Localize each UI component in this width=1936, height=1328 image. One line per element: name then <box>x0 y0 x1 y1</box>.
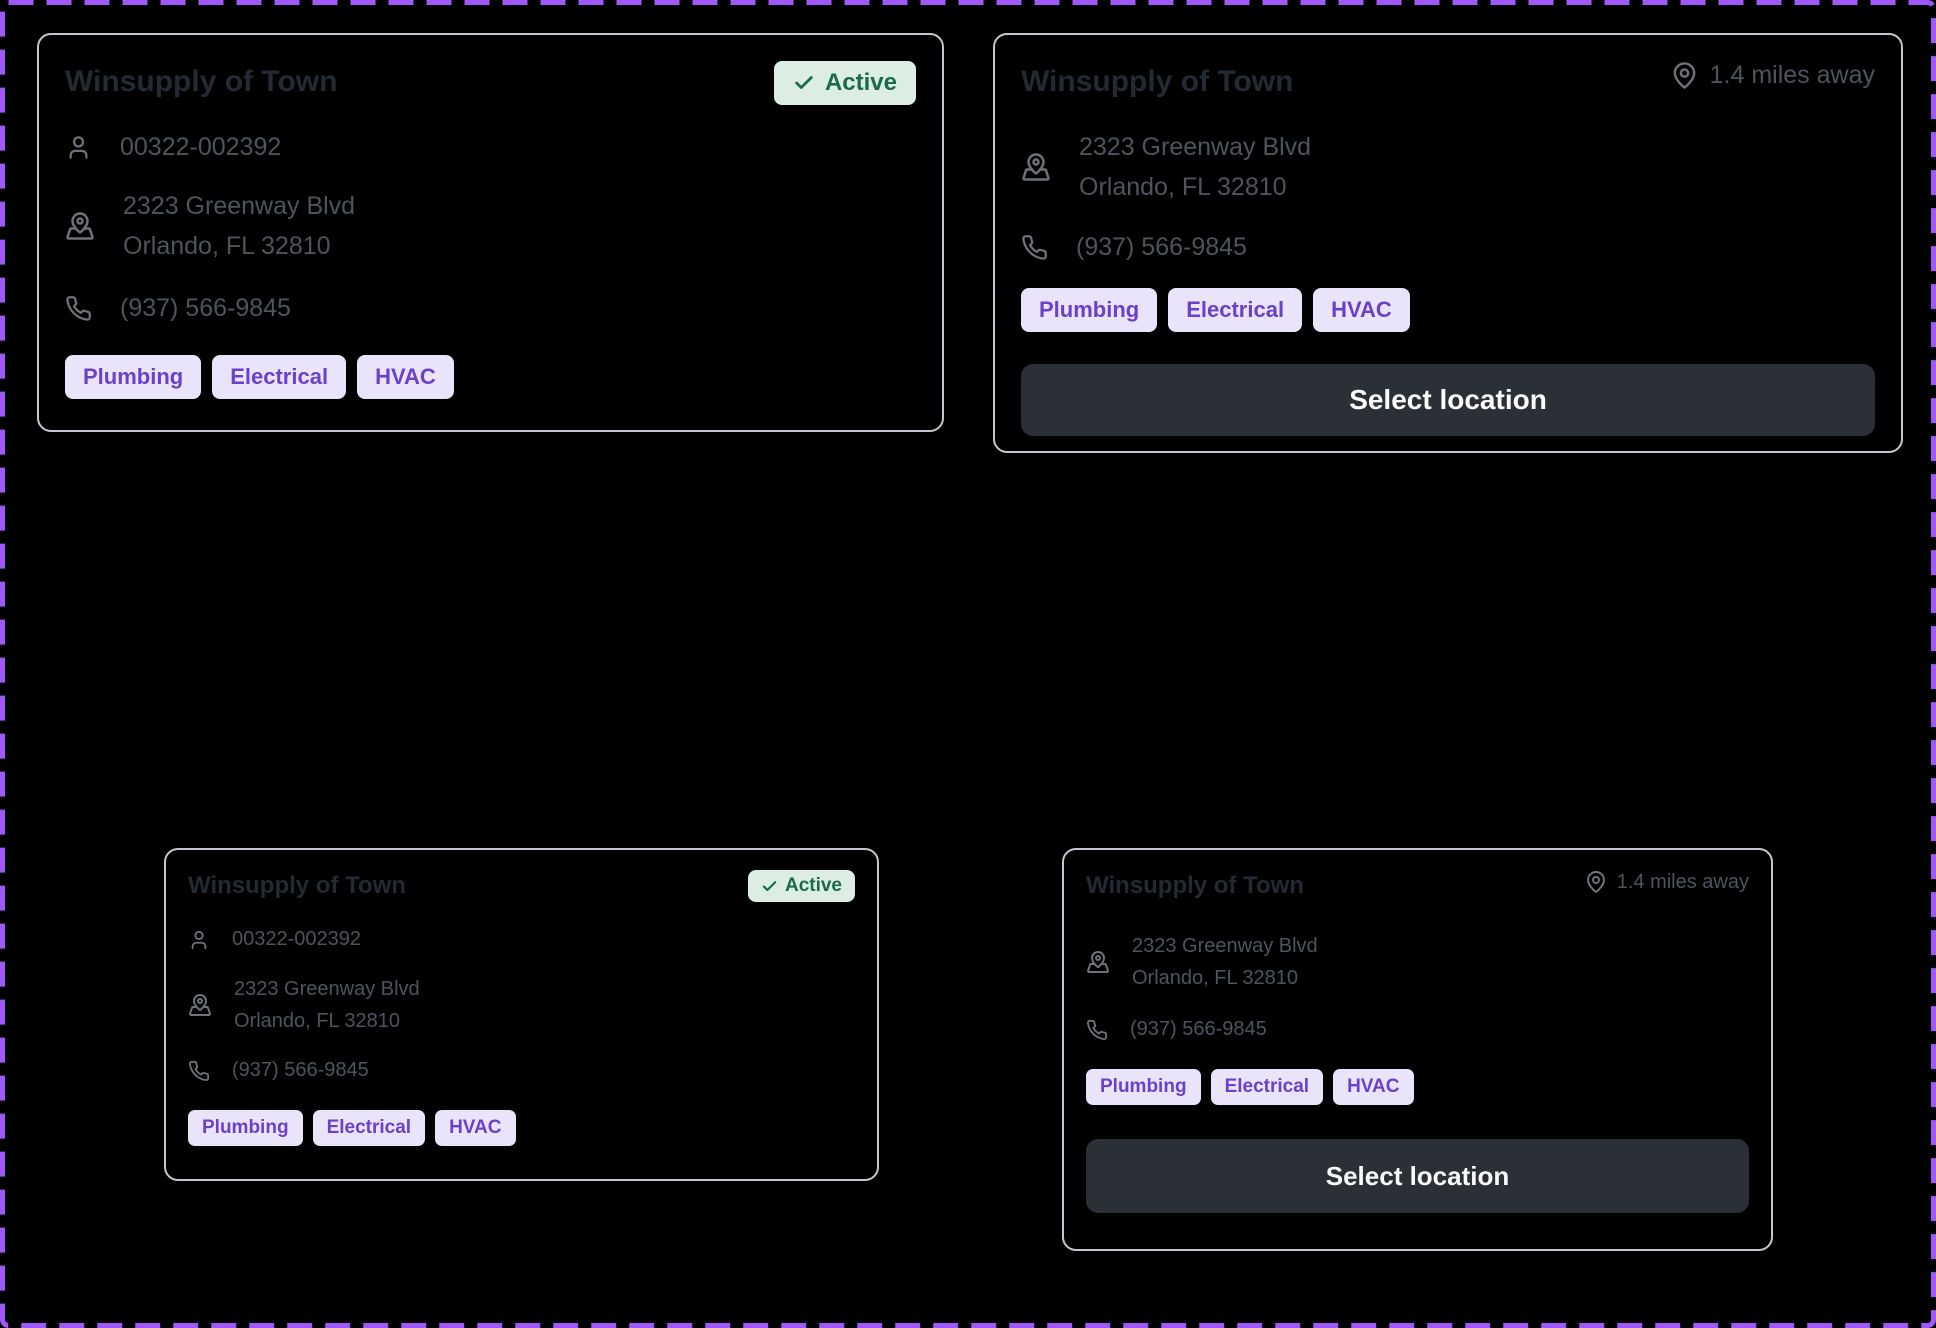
phone-number: (937) 566-9845 <box>1076 233 1247 261</box>
select-location-button[interactable]: Select location <box>1086 1139 1749 1213</box>
status-badge: Active <box>773 61 916 105</box>
service-tag: Plumbing <box>1086 1069 1201 1105</box>
distance-indicator: 1.4 miles away <box>1670 61 1875 90</box>
map-pinned-icon <box>65 211 95 241</box>
card-title: Winsupply of Town <box>188 872 406 899</box>
phone-row: (937) 566-9845 <box>188 1059 855 1082</box>
card-title: Winsupply of Town <box>1086 872 1304 899</box>
service-tag: Plumbing <box>65 355 202 399</box>
location-card: Winsupply of Town Active 00322-002392 23… <box>37 33 944 432</box>
address-line1: 2323 Greenway Blvd <box>1079 133 1312 161</box>
map-pin-icon <box>1670 61 1699 90</box>
select-location-button[interactable]: Select location <box>1021 364 1875 436</box>
address: 2323 Greenway Blvd Orlando, FL 32810 <box>1132 930 1318 994</box>
service-tag: Electrical <box>212 355 347 399</box>
service-tag: HVAC <box>357 355 454 399</box>
address-row: 2323 Greenway Blvd Orlando, FL 32810 <box>1021 127 1875 207</box>
user-icon <box>65 134 92 161</box>
card-header: Winsupply of Town Active <box>188 870 855 902</box>
service-tag: Electrical <box>1210 1069 1324 1105</box>
service-tag: Electrical <box>1168 288 1303 332</box>
map-pinned-icon <box>1021 152 1051 182</box>
distance-label: 1.4 miles away <box>1616 870 1749 893</box>
map-pinned-icon <box>1086 950 1110 974</box>
phone-row: (937) 566-9845 <box>1086 1018 1749 1041</box>
service-tag: Electrical <box>312 1110 426 1146</box>
card-header: Winsupply of Town 1.4 miles away <box>1021 61 1875 103</box>
check-icon <box>761 878 778 895</box>
status-label: Active <box>784 875 842 896</box>
check-icon <box>793 72 815 94</box>
address-row: 2323 Greenway Blvd Orlando, FL 32810 <box>188 973 855 1037</box>
card-header: Winsupply of Town Active <box>65 61 916 105</box>
card-title: Winsupply of Town <box>1021 65 1294 98</box>
address-line1: 2323 Greenway Blvd <box>1132 935 1318 957</box>
address-line2: Orlando, FL 32810 <box>1079 173 1287 201</box>
distance-label: 1.4 miles away <box>1709 61 1875 89</box>
address-line1: 2323 Greenway Blvd <box>234 978 420 1000</box>
service-tags: Plumbing Electrical HVAC <box>188 1110 855 1146</box>
service-tags: Plumbing Electrical HVAC <box>65 355 916 399</box>
location-card: Winsupply of Town Active 00322-002392 23… <box>164 848 879 1181</box>
service-tag: HVAC <box>435 1110 516 1146</box>
phone-row: (937) 566-9845 <box>65 294 916 323</box>
service-tag: Plumbing <box>1021 288 1158 332</box>
customer-id-row: 00322-002392 <box>65 133 916 162</box>
phone-icon <box>65 295 92 322</box>
user-icon <box>188 929 210 951</box>
address: 2323 Greenway Blvd Orlando, FL 32810 <box>1079 127 1311 207</box>
service-tags: Plumbing Electrical HVAC <box>1021 288 1875 332</box>
phone-number: (937) 566-9845 <box>120 294 291 322</box>
address-line2: Orlando, FL 32810 <box>1132 967 1299 989</box>
service-tag: Plumbing <box>188 1110 303 1146</box>
location-card: Winsupply of Town 1.4 miles away 2323 Gr… <box>993 33 1903 453</box>
service-tags: Plumbing Electrical HVAC <box>1086 1069 1749 1105</box>
phone-number: (937) 566-9845 <box>232 1059 369 1081</box>
address-row: 2323 Greenway Blvd Orlando, FL 32810 <box>1086 930 1749 994</box>
map-pinned-icon <box>188 993 212 1017</box>
location-card: Winsupply of Town 1.4 miles away 2323 Gr… <box>1062 848 1773 1251</box>
customer-id: 00322-002392 <box>120 133 282 161</box>
address: 2323 Greenway Blvd Orlando, FL 32810 <box>234 973 420 1037</box>
card-header: Winsupply of Town 1.4 miles away <box>1086 870 1749 902</box>
phone-icon <box>188 1060 210 1082</box>
map-pin-icon <box>1584 870 1608 894</box>
address: 2323 Greenway Blvd Orlando, FL 32810 <box>123 186 355 266</box>
status-badge: Active <box>747 870 855 902</box>
phone-icon <box>1086 1019 1108 1041</box>
phone-icon <box>1021 234 1048 261</box>
service-tag: HVAC <box>1313 288 1410 332</box>
phone-row: (937) 566-9845 <box>1021 233 1875 262</box>
phone-number: (937) 566-9845 <box>1130 1018 1267 1040</box>
address-line2: Orlando, FL 32810 <box>123 232 331 260</box>
customer-id: 00322-002392 <box>232 928 362 950</box>
address-line1: 2323 Greenway Blvd <box>123 192 356 220</box>
address-row: 2323 Greenway Blvd Orlando, FL 32810 <box>65 186 916 266</box>
address-line2: Orlando, FL 32810 <box>234 1010 401 1032</box>
distance-indicator: 1.4 miles away <box>1584 870 1749 894</box>
card-title: Winsupply of Town <box>65 65 338 98</box>
service-tag: HVAC <box>1333 1069 1414 1105</box>
status-label: Active <box>824 69 897 96</box>
customer-id-row: 00322-002392 <box>188 928 855 951</box>
